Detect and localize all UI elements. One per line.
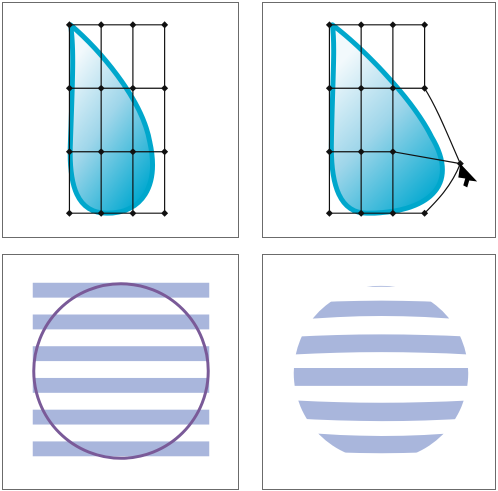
- circle-outline: [34, 284, 209, 459]
- drop-mesh-illustration: [3, 3, 238, 237]
- panel-drop-mesh-distorted: [262, 2, 496, 238]
- drop-shape: [70, 25, 152, 213]
- panel-drop-mesh: [2, 2, 239, 238]
- panel-sphere-stripes: [262, 254, 496, 490]
- arrow-cursor-icon: [458, 164, 477, 188]
- drop-mesh-distorted-illustration: [263, 3, 495, 237]
- panel-stripes-circle: [2, 254, 239, 490]
- drop-shape-distorted: [331, 25, 442, 213]
- stripes-circle-illustration: [3, 255, 238, 489]
- spherized-stripes-illustration: [263, 255, 495, 489]
- sphere-stripes: [283, 286, 481, 473]
